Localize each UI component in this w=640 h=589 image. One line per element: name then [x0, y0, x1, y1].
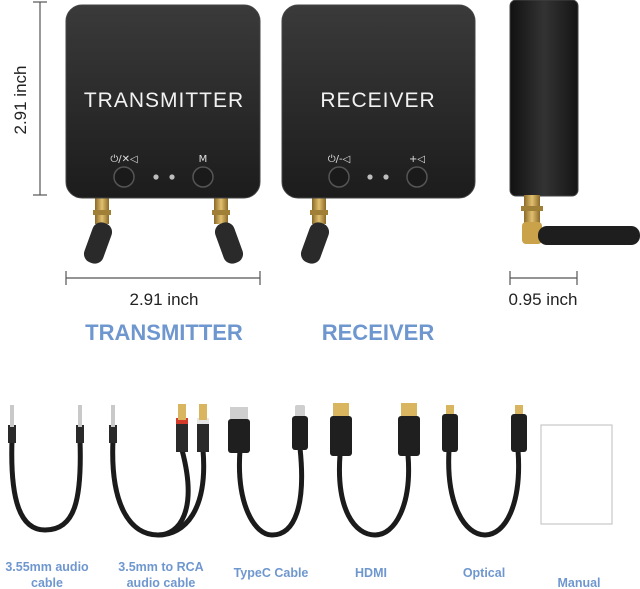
transmitter-label: TRANSMITTER	[84, 89, 244, 112]
transmitter-device: TRANSMITTER ⏻/✕◁ M	[65, 4, 261, 264]
receiver-led-right	[383, 174, 389, 180]
accessory-label-optical: Optical	[463, 566, 505, 580]
transmitter-led-left	[153, 174, 159, 180]
audio-cable-3-5mm	[8, 405, 84, 533]
accessory-label-typec-cable: TypeC Cable	[234, 566, 309, 580]
receiver-device: RECEIVER ⏻/-◁ +◁	[281, 4, 476, 264]
receiver-antenna	[300, 196, 330, 264]
accessory-label-manual: Manual	[557, 576, 600, 589]
transmitter-heading: TRANSMITTER	[85, 320, 243, 345]
transmitter-power-button-label: ⏻/✕◁	[110, 154, 138, 165]
manual-sheet	[540, 424, 613, 525]
accessory-label-hdmi: HDMI	[355, 566, 387, 580]
transmitter-antenna-right	[212, 196, 244, 264]
receiver-volume-button[interactable]	[406, 166, 428, 188]
accessory-label-audio-cable-line1: 3.55mm audio	[5, 560, 89, 574]
transmitter-led-right	[169, 174, 175, 180]
receiver-led-left	[367, 174, 373, 180]
accessory-label-rca-cable-line2: audio cable	[127, 576, 196, 589]
width-dimension: 2.91 inch	[65, 271, 261, 309]
transmitter-antenna-left	[83, 196, 113, 264]
transmitter-mode-button-label: M	[199, 154, 208, 165]
receiver-power-button-label: ⏻/-◁	[328, 154, 351, 165]
accessory-label-rca-cable-line1: 3.5mm to RCA	[118, 560, 203, 574]
rca-audio-cable	[109, 404, 209, 538]
receiver-power-button[interactable]	[328, 166, 350, 188]
width-label: 2.91 inch	[130, 290, 199, 309]
receiver-volume-button-label: +◁	[409, 154, 425, 165]
transmitter-power-button[interactable]	[113, 166, 135, 188]
accessory-label-audio-cable-line2: cable	[31, 576, 63, 589]
typec-cable	[228, 405, 308, 538]
depth-dimension: 0.95 inch	[509, 271, 578, 309]
height-label: 2.91 inch	[11, 66, 30, 135]
receiver-heading: RECEIVER	[322, 320, 435, 345]
receiver-side-view	[509, 0, 640, 245]
receiver-label: RECEIVER	[320, 89, 435, 112]
hdmi-cable	[330, 403, 420, 538]
transmitter-mode-button[interactable]	[192, 166, 214, 188]
optical-cable	[442, 405, 527, 538]
height-dimension: 2.91 inch	[11, 1, 47, 196]
depth-label: 0.95 inch	[509, 290, 578, 309]
